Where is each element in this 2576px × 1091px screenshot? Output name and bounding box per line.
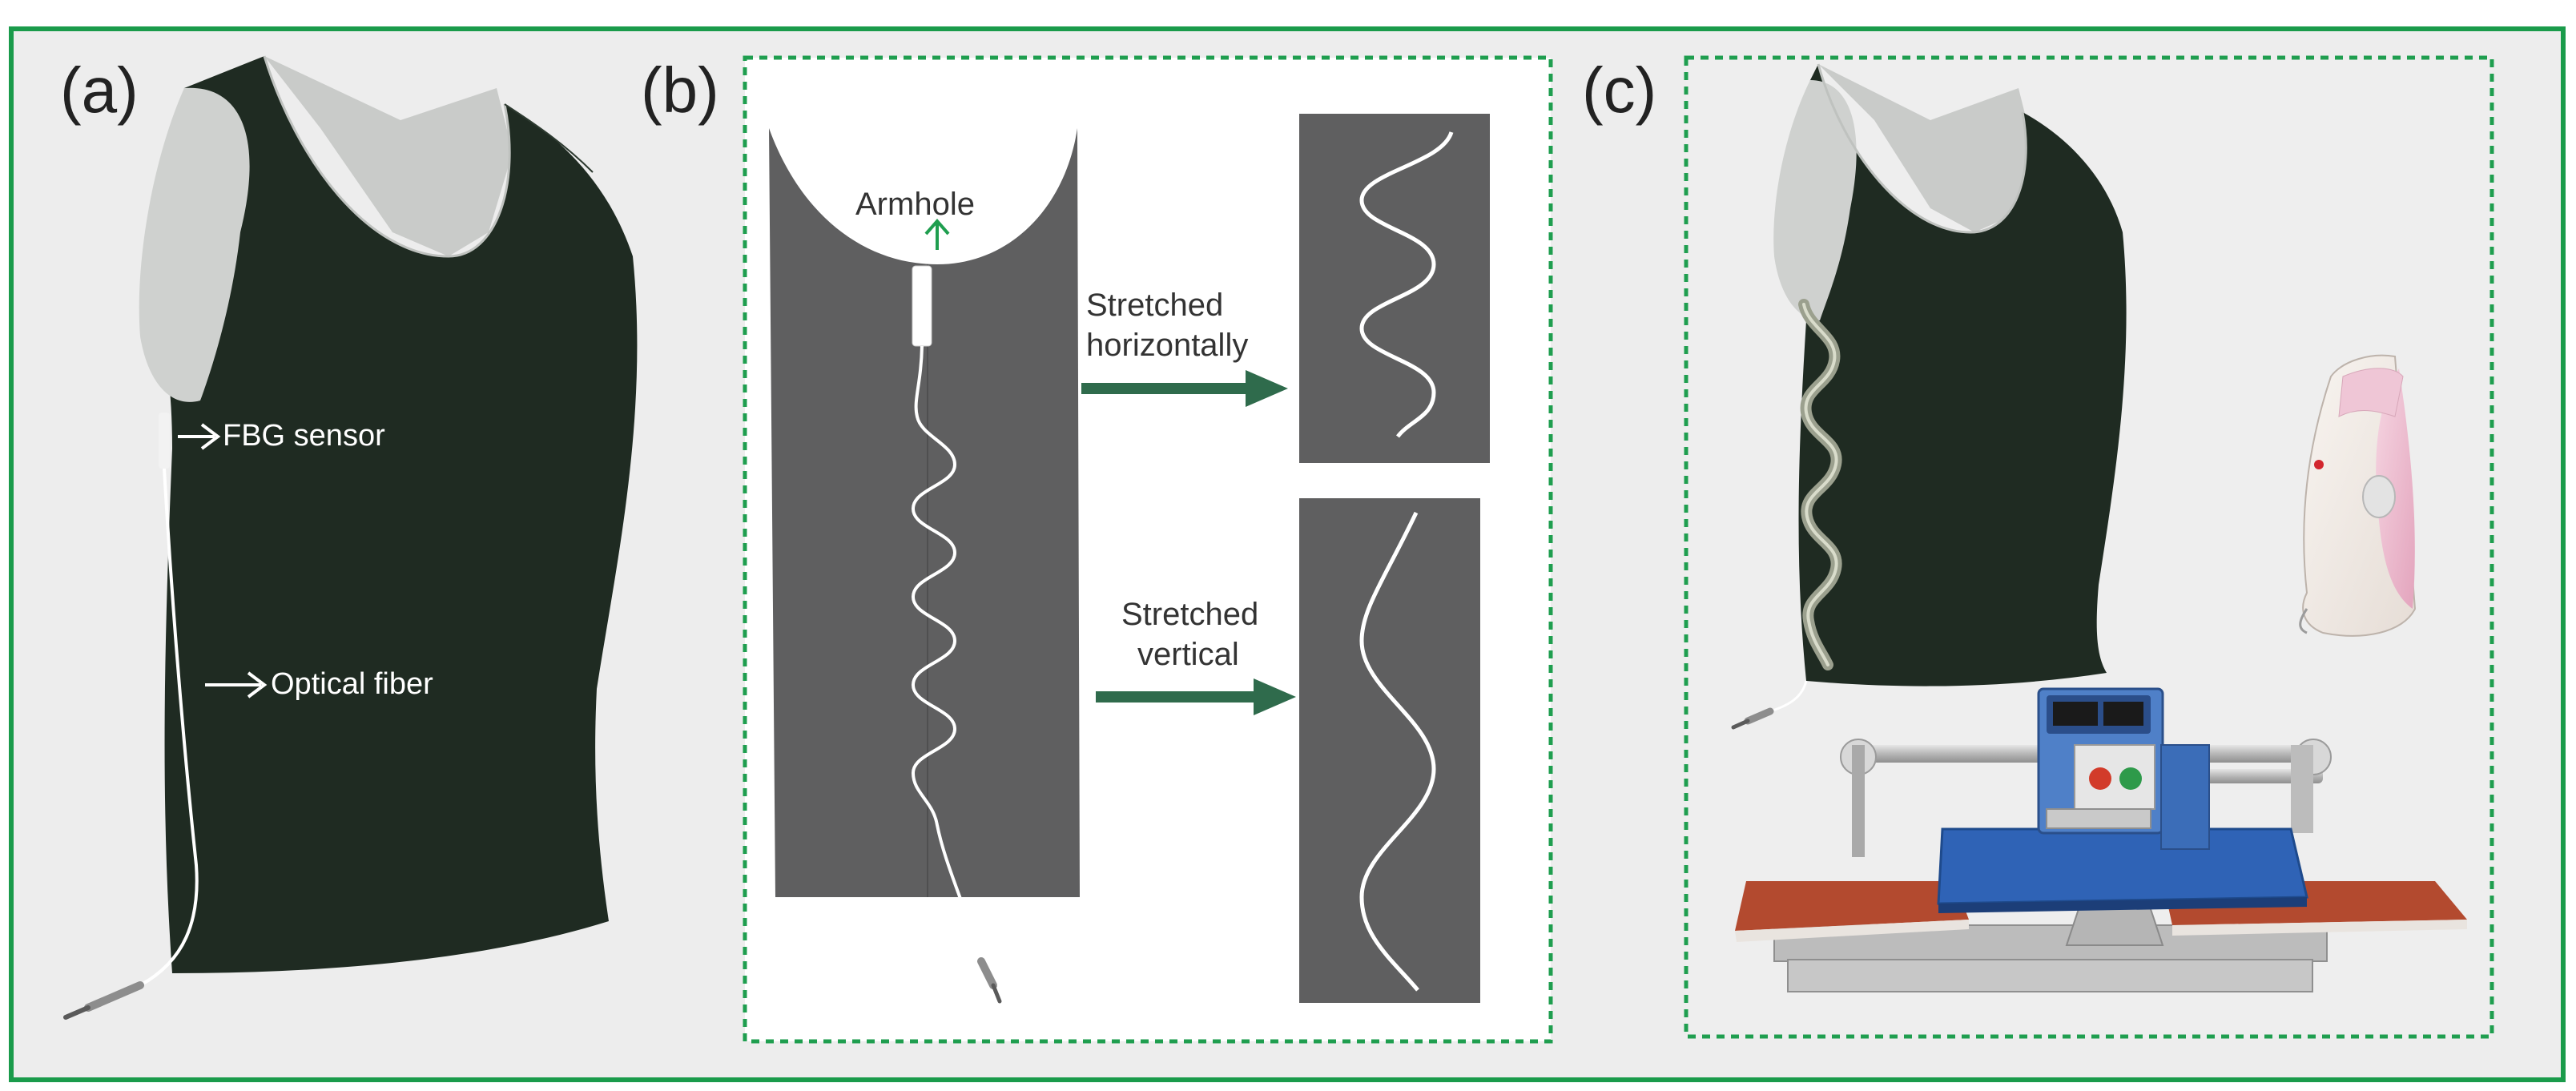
stretch-v-line2: vertical (1137, 637, 1239, 672)
stretch-h-fiber (1359, 131, 1454, 438)
arrow-right-icon (178, 423, 221, 450)
arrow-right-icon (1081, 370, 1288, 407)
armhole-label: Armhole (855, 187, 975, 222)
panel-c-label: (c) (1582, 54, 1656, 126)
fiber-connector-icon (977, 957, 1002, 1004)
fbg-sensor-label: FBG sensor (223, 419, 385, 453)
panel-c: (c) (1582, 54, 2494, 1039)
stretch-v-fiber (1359, 511, 1436, 992)
fiber-connector-icon (63, 981, 144, 1020)
stretch-h-line1: Stretched (1086, 288, 1223, 323)
panel-b-label: (b) (641, 54, 719, 126)
heat-press-icon (1735, 687, 2467, 992)
fbg-sensor (912, 265, 932, 347)
arrow-up-icon (924, 218, 950, 250)
panel-a-label: (a) (60, 54, 139, 126)
stretch-h-sample (1299, 114, 1490, 463)
panel-b: (b) Armhole Stretched horizontally Stret… (641, 54, 1553, 1044)
vest-icon (139, 55, 638, 987)
arrow-right-icon (1096, 678, 1296, 715)
stretch-v-line1: Stretched (1121, 597, 1258, 632)
fabric-panel (769, 128, 1080, 897)
vest-icon (1769, 63, 2127, 713)
optical-fiber-label: Optical fiber (271, 667, 433, 701)
stretch-v-sample (1299, 498, 1480, 1003)
arrow-right-icon (205, 671, 268, 698)
fiber-connector-icon (1731, 707, 1774, 730)
stretch-h-line2: horizontally (1086, 328, 1248, 363)
wavy-fiber (911, 345, 983, 962)
panel-a: (a) FBG sensor Optical fiber (60, 54, 638, 1020)
iron-icon (2299, 354, 2417, 637)
